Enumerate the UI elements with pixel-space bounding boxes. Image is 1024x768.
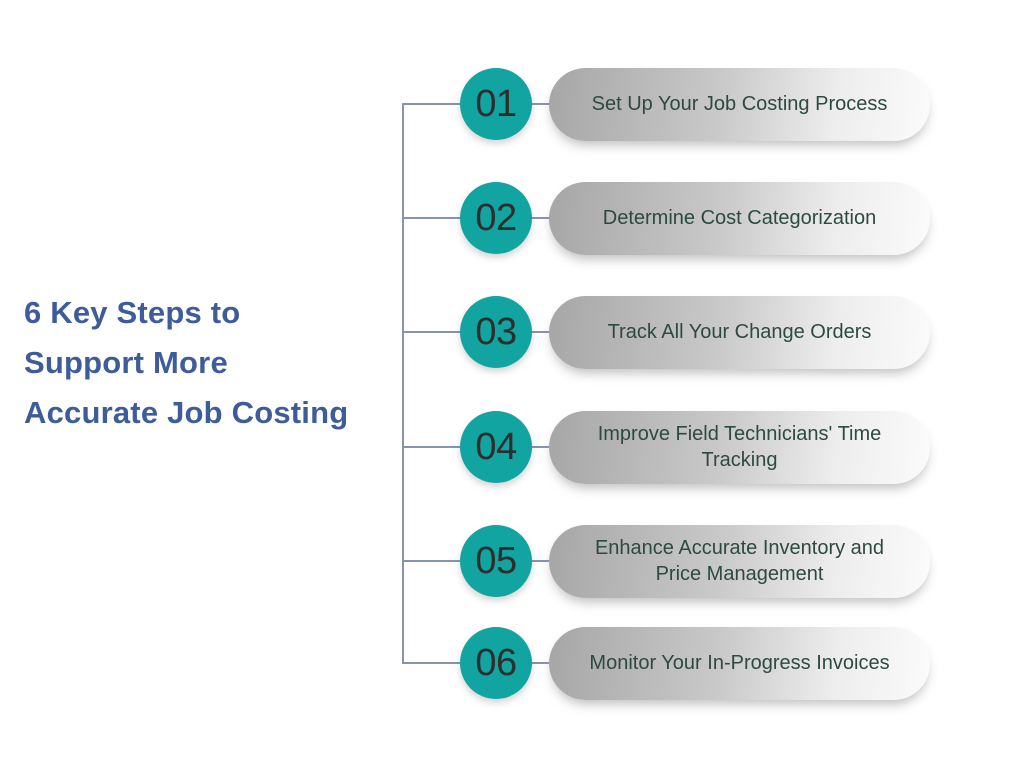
- step-row-4: 04 Improve Field Technicians' Time Track…: [402, 410, 932, 484]
- step-pill: Improve Field Technicians' Time Tracking: [549, 410, 930, 484]
- step-number: 04: [475, 425, 517, 468]
- step-number: 06: [475, 641, 517, 684]
- step-label: Improve Field Technicians' Time Tracking: [597, 423, 882, 471]
- step-row-3: 03 Track All Your Change Orders: [402, 295, 932, 369]
- page-title: 6 Key Steps to Support More Accurate Job…: [24, 288, 348, 438]
- trunk-connector-line: [402, 104, 404, 663]
- step-number: 05: [475, 539, 517, 582]
- page-title-line-3: Accurate Job Costing: [24, 395, 349, 430]
- step-row-2: 02 Determine Cost Categorization: [402, 181, 932, 255]
- step-number-badge: 01: [460, 68, 532, 140]
- step-label: Determine Cost Categorization: [602, 207, 877, 229]
- step-number: 02: [475, 196, 517, 239]
- step-number: 03: [475, 310, 517, 353]
- step-number-badge: 05: [460, 525, 532, 597]
- step-row-6: 06 Monitor Your In-Progress Invoices: [402, 626, 932, 700]
- step-pill: Determine Cost Categorization: [549, 181, 930, 255]
- step-label: Set Up Your Job Costing Process: [591, 93, 888, 115]
- step-pill: Track All Your Change Orders: [549, 295, 930, 369]
- step-row-5: 05 Enhance Accurate Inventory and Price …: [402, 524, 932, 598]
- step-number-badge: 06: [460, 627, 532, 699]
- step-number: 01: [475, 82, 517, 125]
- step-pill: Monitor Your In-Progress Invoices: [549, 626, 930, 700]
- step-label: Enhance Accurate Inventory and Price Man…: [594, 537, 885, 585]
- step-pill: Set Up Your Job Costing Process: [549, 67, 930, 141]
- step-pill: Enhance Accurate Inventory and Price Man…: [549, 524, 930, 598]
- step-number-badge: 02: [460, 182, 532, 254]
- step-number-badge: 03: [460, 296, 532, 368]
- step-label: Monitor Your In-Progress Invoices: [589, 652, 890, 674]
- step-number-badge: 04: [460, 411, 532, 483]
- step-row-1: 01 Set Up Your Job Costing Process: [402, 67, 932, 141]
- step-label: Track All Your Change Orders: [607, 321, 872, 343]
- page-title-line-1: 6 Key Steps to: [24, 295, 241, 330]
- page-title-line-2: Support More: [24, 345, 228, 380]
